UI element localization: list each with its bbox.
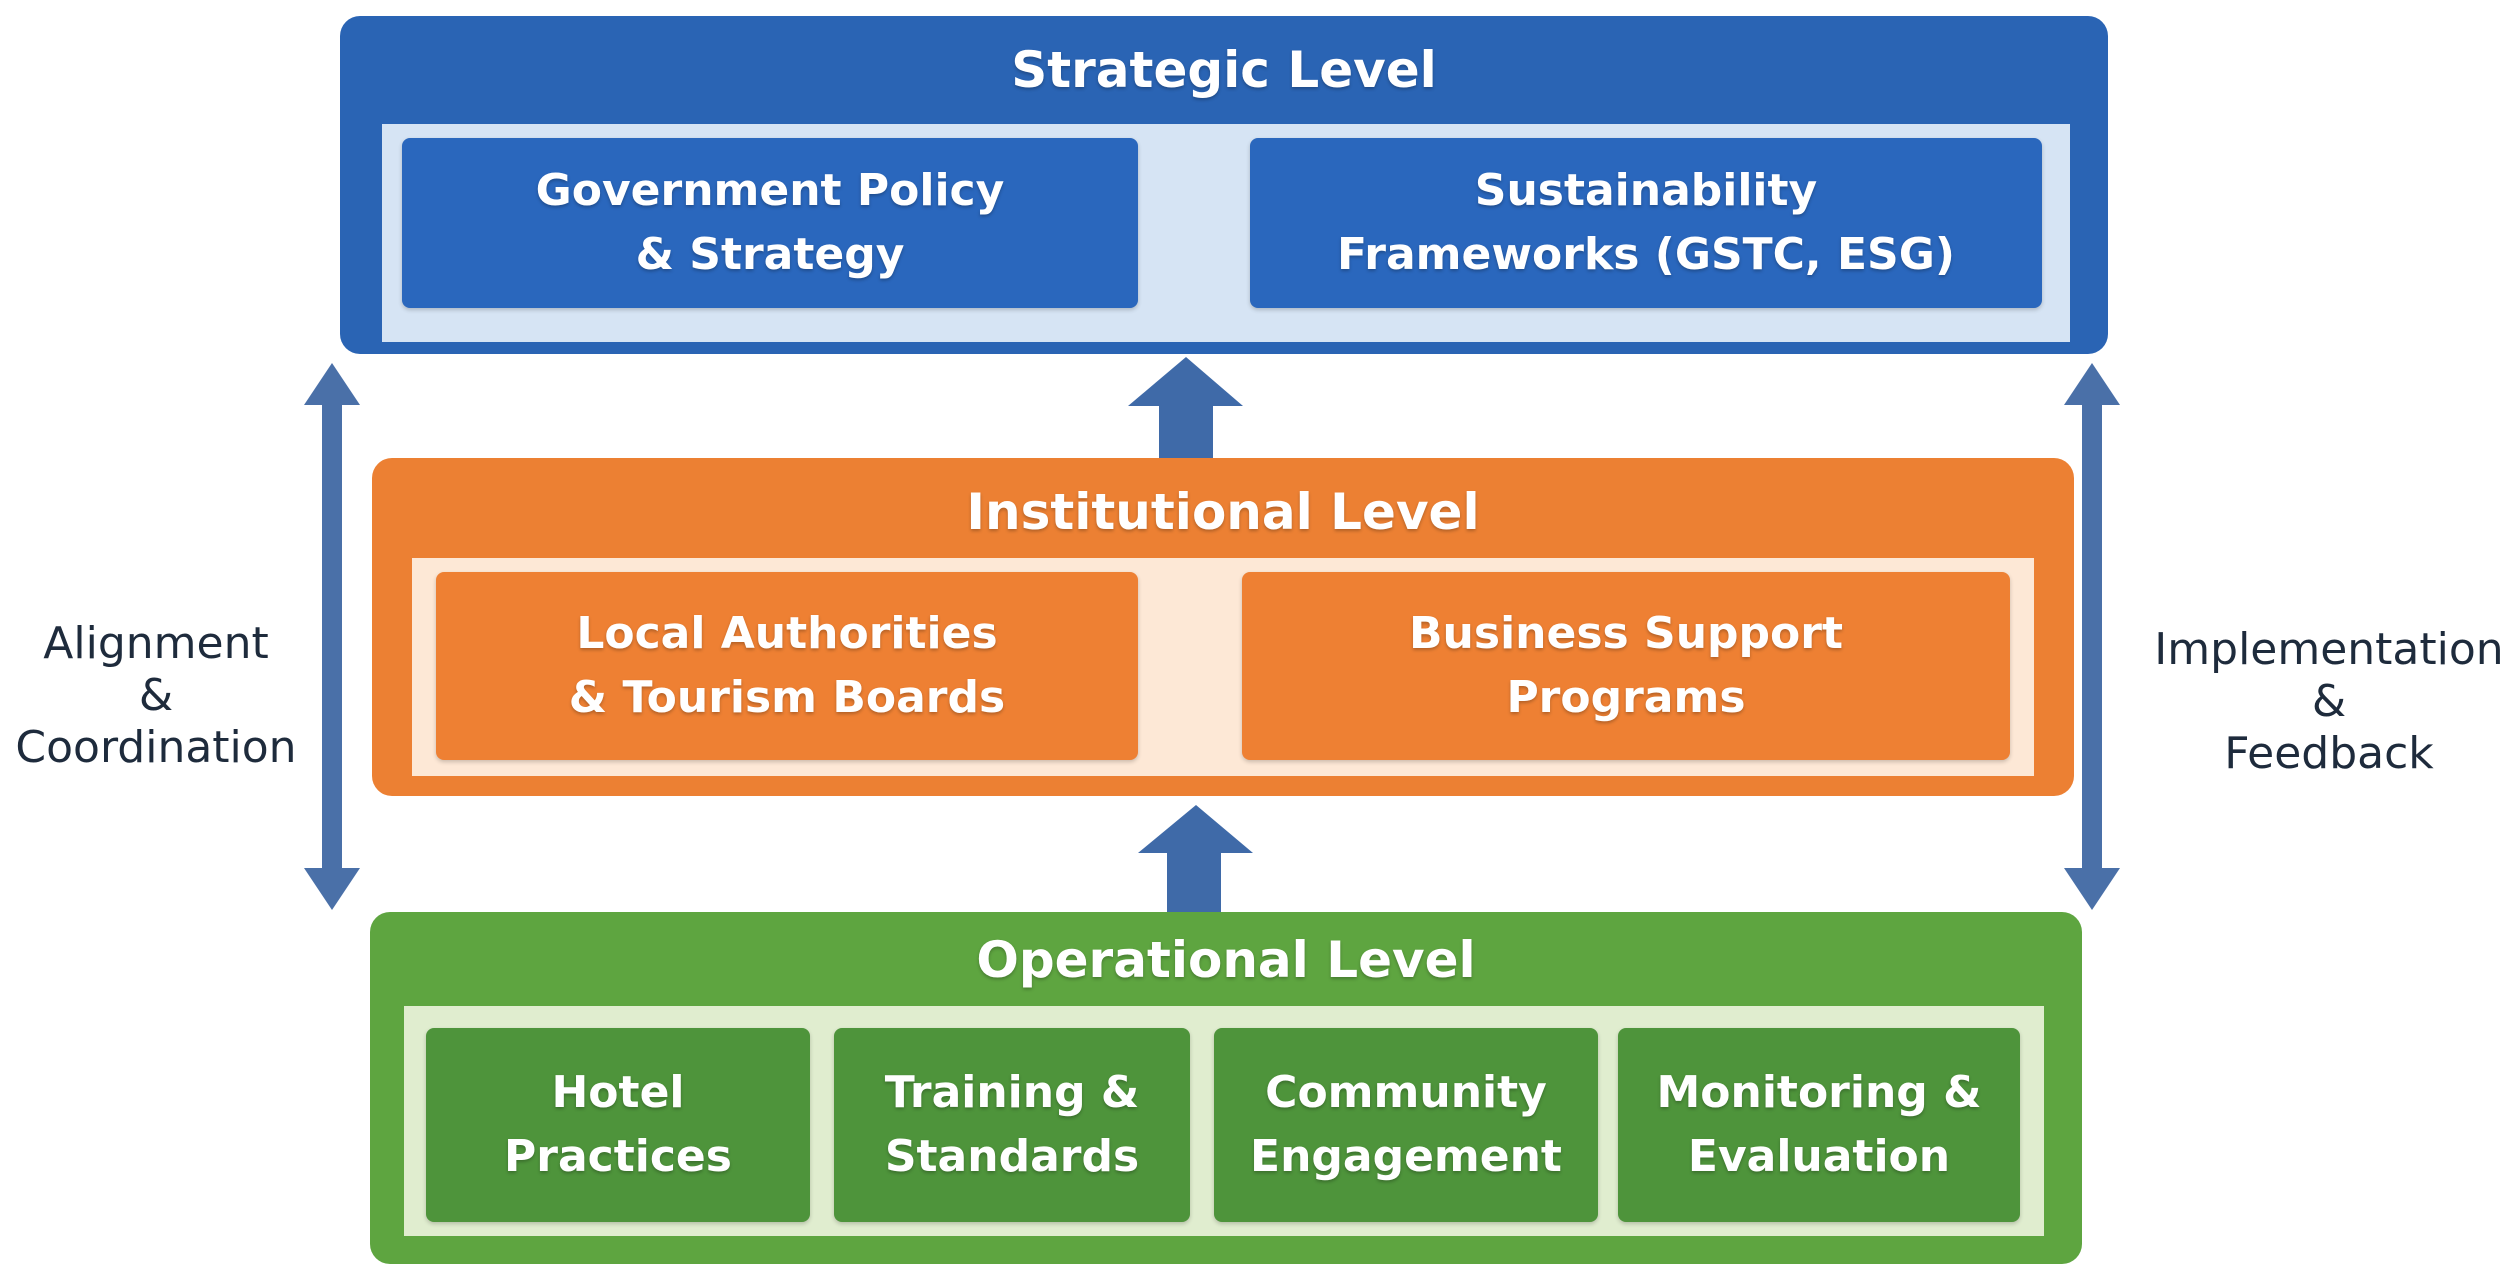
- institutional-level: Institutional Level Local Authorities & …: [372, 458, 2074, 796]
- hotel-practices-box: Hotel Practices: [426, 1028, 810, 1222]
- operational-level-panel: Hotel Practices Training & Standards Com…: [404, 1006, 2044, 1236]
- left-double-arrow: [304, 363, 360, 910]
- business-support-box: Business Support Programs: [1242, 572, 2010, 760]
- local-authorities-box: Local Authorities & Tourism Boards: [436, 572, 1138, 760]
- strategic-level: Strategic Level Government Policy & Stra…: [340, 16, 2108, 354]
- operational-level: Operational Level Hotel Practices Traini…: [370, 912, 2082, 1264]
- training-standards-label: Training & Standards: [884, 1067, 1140, 1182]
- right-double-arrow: [2064, 363, 2120, 910]
- strategic-level-panel: Government Policy & Strategy Sustainabil…: [382, 124, 2070, 342]
- up-arrow-institutional-to-strategic: [1128, 357, 1243, 461]
- operational-level-title: Operational Level: [976, 931, 1476, 989]
- hotel-practices-label: Hotel Practices: [504, 1067, 732, 1182]
- community-engagement-label: Community Engagement: [1250, 1067, 1562, 1182]
- implementation-feedback-label: Implementation & Feedback: [2154, 624, 2504, 779]
- up-arrow-operational-to-institutional: [1138, 805, 1253, 913]
- business-support-label: Business Support Programs: [1409, 608, 1843, 723]
- community-engagement-box: Community Engagement: [1214, 1028, 1598, 1222]
- institutional-level-title: Institutional Level: [966, 483, 1480, 541]
- sustainability-frameworks-label: Sustainability Frameworks (GSTC, ESG): [1337, 165, 1955, 280]
- sustainability-frameworks-box: Sustainability Frameworks (GSTC, ESG): [1250, 138, 2042, 308]
- monitoring-evaluation-label: Monitoring & Evaluation: [1656, 1067, 1982, 1182]
- monitoring-evaluation-box: Monitoring & Evaluation: [1618, 1028, 2020, 1222]
- government-policy-box: Government Policy & Strategy: [402, 138, 1138, 308]
- strategic-level-title: Strategic Level: [1011, 41, 1437, 99]
- government-policy-label: Government Policy & Strategy: [535, 165, 1005, 280]
- alignment-coordination-label: Alignment & Coordination: [15, 618, 297, 773]
- institutional-level-panel: Local Authorities & Tourism Boards Busin…: [412, 558, 2034, 776]
- local-authorities-label: Local Authorities & Tourism Boards: [568, 608, 1006, 723]
- training-standards-box: Training & Standards: [834, 1028, 1190, 1222]
